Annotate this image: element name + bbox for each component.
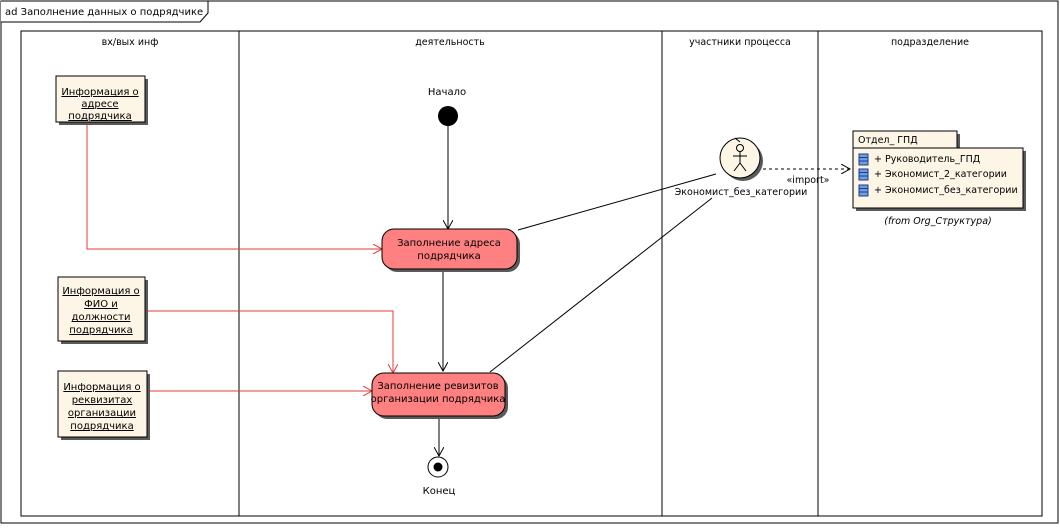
lane-header-activity: деятельность bbox=[415, 37, 485, 48]
diagram-title: ad Заполнение данных о подрядчике bbox=[5, 7, 203, 18]
package-name: Отдел_ ГПД bbox=[858, 135, 918, 146]
final-node bbox=[427, 456, 449, 478]
activity-fill-address: Заполнение адреса подрядчика bbox=[381, 228, 520, 272]
object-label: Информация о bbox=[62, 286, 139, 297]
lane-header-participants: участники процесса bbox=[689, 37, 791, 48]
title-tab bbox=[1, 0, 209, 23]
object-label: организации bbox=[68, 408, 136, 419]
import-label: «import» bbox=[787, 175, 830, 186]
object-node-fio-info: Информация о ФИО и должности подрядчика bbox=[57, 276, 148, 344]
activity-fill-requisites: Заполнение ревизитов организации подрядч… bbox=[371, 372, 508, 419]
object-flow-address bbox=[86, 125, 382, 249]
object-label: Информация о bbox=[61, 87, 138, 98]
package-member: + Экономист_без_категории bbox=[874, 185, 1018, 196]
object-label: подрядчика bbox=[69, 325, 132, 336]
object-label: ФИО и bbox=[84, 299, 118, 310]
object-label: подрядчика bbox=[70, 421, 133, 432]
object-flow-fio bbox=[148, 310, 393, 373]
actor-association bbox=[517, 173, 717, 231]
actor-name: Экономист_без_категории bbox=[675, 187, 808, 198]
activity-label: подрядчика bbox=[417, 251, 480, 262]
swimlane-frame bbox=[20, 30, 1043, 517]
object-label: подрядчика bbox=[68, 111, 131, 122]
business-worker-icon bbox=[719, 137, 763, 181]
initial-node bbox=[438, 106, 458, 126]
package-member: + Руководитель_ГПД bbox=[874, 154, 980, 165]
activity-label: организации подрядчика bbox=[371, 394, 506, 405]
lane-header-department: подразделение bbox=[891, 37, 969, 48]
class-member-icon bbox=[858, 168, 869, 181]
lane-header-io: вх/вых инф bbox=[102, 37, 159, 48]
class-member-icon bbox=[858, 153, 869, 166]
object-label: Информация о bbox=[63, 382, 140, 393]
object-label: реквизитах bbox=[72, 395, 133, 406]
object-label: адресе bbox=[81, 99, 118, 110]
object-node-rekv-info: Информация о реквизитах организации подр… bbox=[57, 370, 150, 440]
package-node: Отдел_ ГПД + Руководитель_ГПД + Экономис… bbox=[852, 130, 1026, 211]
activity-label: Заполнение ревизитов bbox=[377, 381, 498, 392]
package-member: + Экономист_2_категории bbox=[874, 169, 1007, 180]
object-node-address-info: Информация о адресе подрядчика bbox=[55, 75, 148, 125]
object-label: должности bbox=[72, 312, 131, 323]
class-member-icon bbox=[858, 184, 869, 197]
start-label: Начало bbox=[428, 87, 466, 98]
package-origin: (from Org_Структура) bbox=[884, 216, 991, 227]
end-label: Конец bbox=[423, 486, 456, 497]
activity-label: Заполнение адреса bbox=[397, 238, 501, 249]
actor-association bbox=[489, 197, 713, 373]
